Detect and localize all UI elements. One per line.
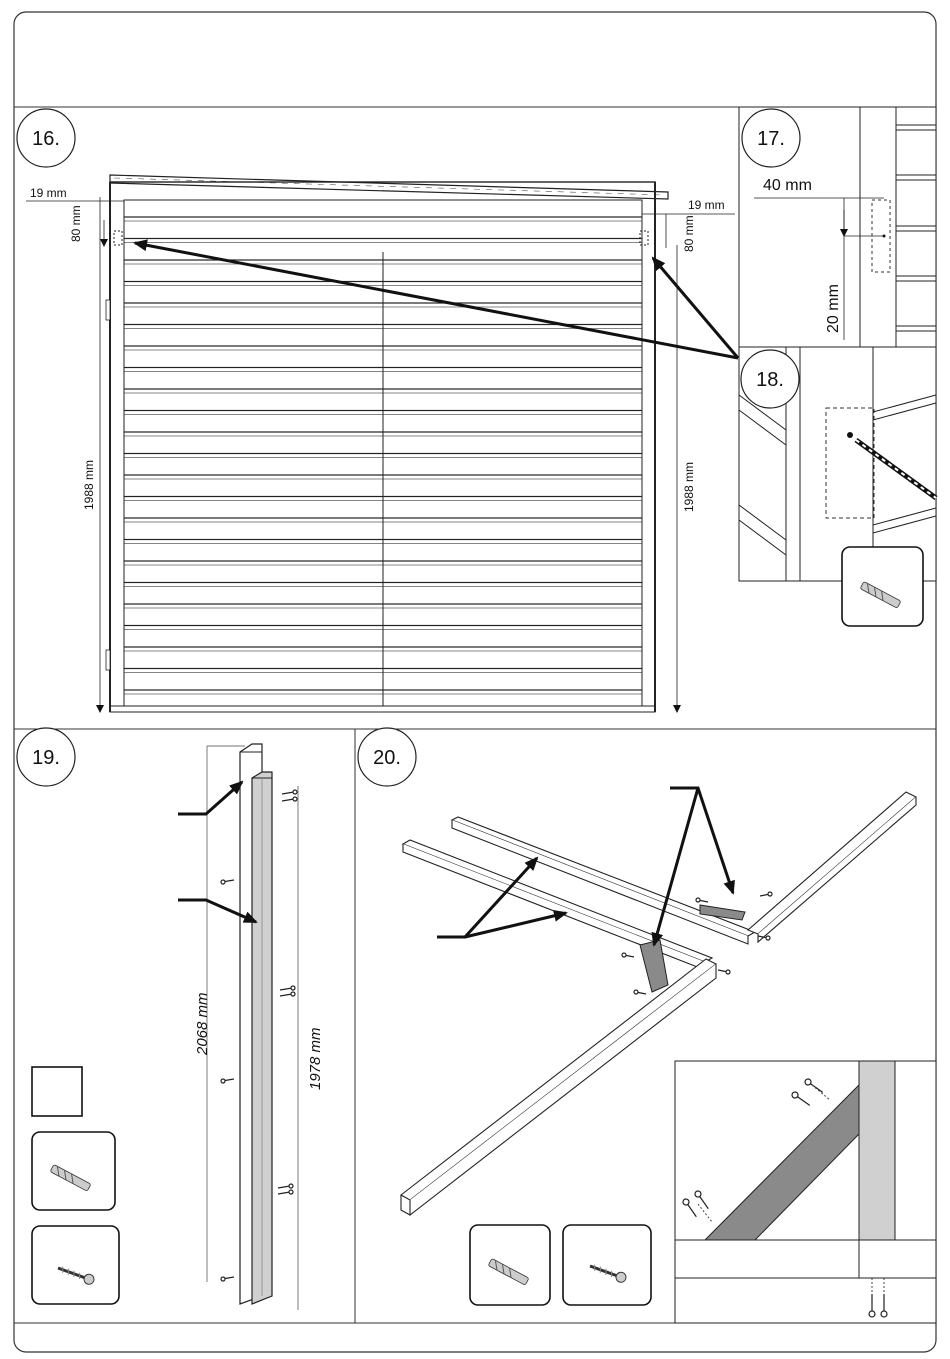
step-17-number: 17. xyxy=(757,128,785,150)
pointer-arrow-beam-lower xyxy=(465,913,566,937)
step-19-screw-box xyxy=(32,1226,119,1304)
step-19-drill-box xyxy=(32,1132,115,1210)
step-20-detail-inset xyxy=(675,1061,936,1323)
step-20-drill-box xyxy=(470,1225,550,1305)
hinge-bottom xyxy=(106,650,110,670)
step-17-vertical-label: 20 mm xyxy=(825,284,842,333)
pointer-arrow-brace-upper xyxy=(670,788,733,893)
step-16-panel: 16. 19 mm 80 mm 1988 mm 19 mm 80 mm xyxy=(17,109,738,712)
step-19-short-label: 1978 mm xyxy=(307,1027,324,1090)
left-drop-label: 80 mm xyxy=(69,205,83,242)
beam-right xyxy=(748,792,916,942)
right-height-label: 1988 mm xyxy=(682,462,696,512)
left-height-label: 1988 mm xyxy=(82,460,96,510)
step-17-panel: 17. 40 mm 20 mm xyxy=(739,107,936,347)
right-gap-label: 19 mm xyxy=(688,198,725,212)
step-16-number: 16. xyxy=(32,128,60,150)
pointer-arrow-post xyxy=(178,782,242,814)
right-drop-label: 80 mm xyxy=(682,215,696,252)
step-19-panel: 19. 2068 mm 1978 mm xyxy=(17,728,324,1310)
hinge-top xyxy=(106,300,110,320)
wall-bottom xyxy=(110,706,655,712)
step-20-panel: 20. xyxy=(358,728,936,1323)
step-19-long-label: 2068 mm xyxy=(194,992,211,1056)
step-17-horizontal-label: 40 mm xyxy=(763,177,812,194)
beam-bottom xyxy=(401,959,716,1215)
step-18-tool-box xyxy=(842,547,923,626)
stud-short xyxy=(252,772,272,1304)
step-18-number: 18. xyxy=(756,369,784,391)
step-20-screw-box xyxy=(563,1225,651,1305)
left-bracket-mark xyxy=(114,231,122,245)
step-20-number: 20. xyxy=(373,747,401,769)
roof-edge xyxy=(110,175,668,199)
step-19-number: 19. xyxy=(32,747,60,769)
step-19-empty-box xyxy=(32,1067,82,1116)
left-gap-label: 19 mm xyxy=(30,186,67,200)
step-18-panel: 18. xyxy=(739,347,936,626)
